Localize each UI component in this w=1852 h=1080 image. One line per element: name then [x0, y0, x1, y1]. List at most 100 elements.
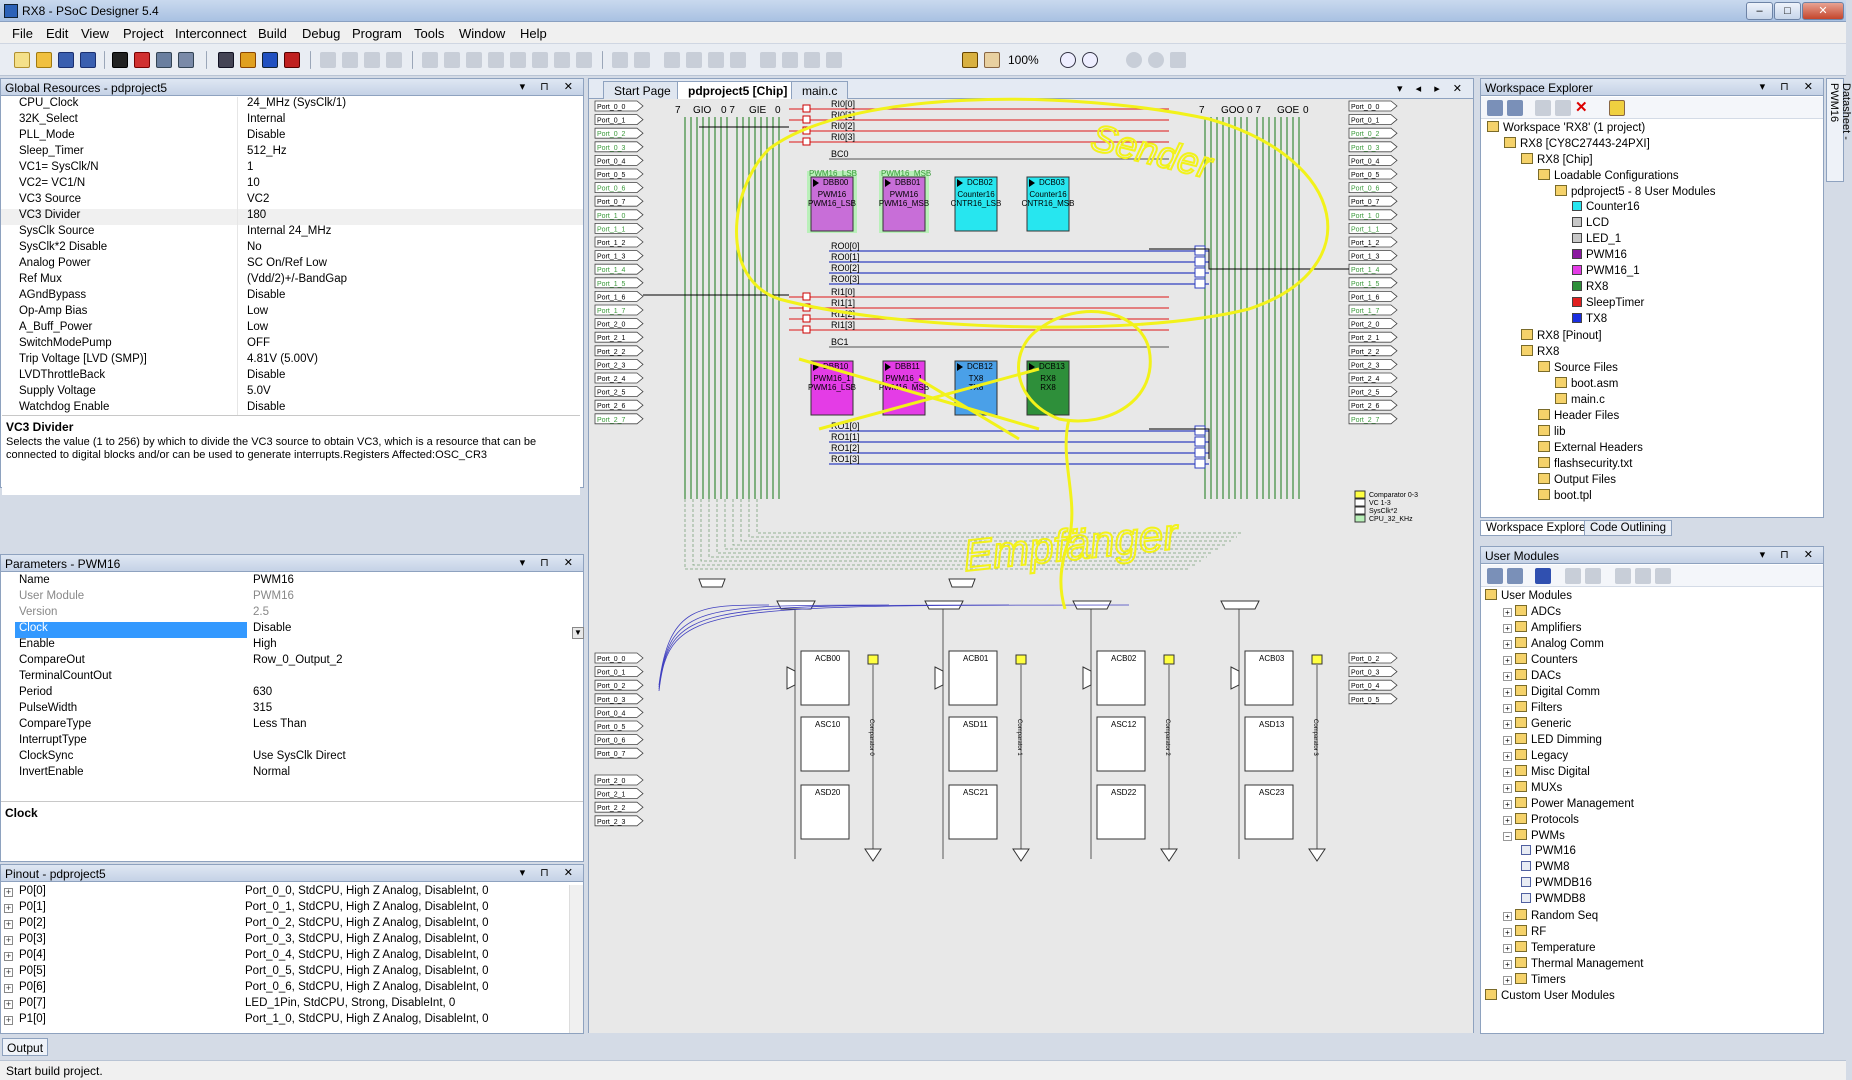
module-tree-item[interactable]: +Amplifiers — [1503, 621, 1581, 637]
module-export-icon[interactable] — [1635, 568, 1651, 584]
property-value[interactable]: Disable — [247, 401, 286, 413]
module-place-icon[interactable] — [1585, 568, 1601, 584]
digital-block[interactable] — [882, 176, 926, 232]
expand-icon[interactable]: + — [1503, 656, 1512, 665]
property-value[interactable]: 180 — [247, 209, 267, 221]
property-value[interactable]: Disable — [247, 369, 286, 381]
row-mux-icon[interactable] — [802, 104, 811, 113]
analog-block[interactable] — [948, 716, 998, 772]
config-icon[interactable] — [178, 52, 194, 68]
port-pin[interactable]: Port_0_6 — [1348, 182, 1398, 193]
expand-icon[interactable]: + — [1503, 928, 1512, 937]
add-file-icon[interactable] — [1507, 100, 1523, 116]
paste-file-icon[interactable] — [1555, 100, 1571, 116]
property-value[interactable]: Disable — [247, 289, 286, 301]
parameter-row[interactable]: TerminalCountOut — [1, 670, 583, 686]
module-tree-item[interactable]: +RF — [1503, 925, 1546, 941]
program-icon[interactable] — [262, 52, 278, 68]
row-mux-icon[interactable] — [802, 137, 811, 146]
port-pin[interactable]: Port_2_7 — [594, 413, 644, 425]
comparator-icon[interactable] — [1163, 654, 1175, 665]
port-pin[interactable]: Port_1_5 — [594, 277, 644, 289]
port-pin[interactable]: Port_2_4 — [1348, 372, 1398, 384]
debug-icon[interactable] — [284, 52, 300, 68]
step-out-icon[interactable] — [554, 52, 570, 68]
save-all-icon[interactable] — [80, 52, 96, 68]
port-pin[interactable]: Port_0_4 — [1348, 679, 1398, 691]
generate-icon[interactable] — [156, 52, 172, 68]
workspace-tree-item[interactable]: PWM16_1 — [1572, 265, 1640, 281]
port-pin[interactable]: Port_0_6 — [594, 734, 644, 745]
menu-build[interactable]: Build — [258, 26, 287, 41]
property-value[interactable]: No — [247, 241, 262, 253]
module-tree-item[interactable]: +Random Seq — [1503, 909, 1598, 925]
module-icon[interactable] — [240, 52, 256, 68]
clock-dropdown-arrow[interactable]: ▼ — [572, 627, 584, 639]
expand-icon[interactable]: + — [1503, 720, 1512, 729]
parameter-value[interactable]: High — [253, 638, 277, 650]
parameter-value[interactable]: Normal — [253, 766, 291, 778]
expand-icon[interactable]: + — [1503, 816, 1512, 825]
parameter-value[interactable]: 315 — [253, 702, 273, 714]
bookmark-clear-icon[interactable] — [826, 52, 842, 68]
port-pin[interactable]: Port_2_4 — [594, 372, 644, 384]
port-pin[interactable]: Port_2_1 — [594, 331, 644, 343]
outdent-icon[interactable] — [686, 52, 702, 68]
property-value[interactable]: Disable — [247, 129, 286, 141]
port-pin[interactable]: Port_1_3 — [594, 250, 644, 261]
analog-block[interactable] — [1244, 784, 1294, 840]
port-pin[interactable]: Port_0_3 — [1348, 141, 1398, 153]
expand-icon[interactable]: + — [1503, 752, 1512, 761]
analog-block[interactable] — [1096, 716, 1146, 772]
port-pin[interactable]: Port_0_4 — [1348, 155, 1398, 166]
property-value[interactable]: Low — [247, 305, 269, 317]
workspace-tree-item[interactable]: pdproject5 - 8 User Modules — [1555, 185, 1715, 201]
port-pin[interactable]: Port_2_1 — [594, 788, 644, 799]
expand-icon[interactable]: + — [1503, 624, 1512, 633]
port-pin[interactable]: Port_0_0 — [594, 652, 644, 664]
workspace-tree-item[interactable]: Header Files — [1538, 409, 1619, 425]
lut-icon[interactable] — [1194, 436, 1206, 447]
port-pin[interactable]: Port_2_0 — [1348, 318, 1398, 329]
expand-icon[interactable]: + — [1503, 640, 1512, 649]
workspace-tree-item[interactable]: PWM16 — [1572, 249, 1627, 265]
port-pin[interactable]: Port_0_5 — [1348, 693, 1398, 705]
panel-controls[interactable]: ▾ ⊓ ✕ — [519, 557, 579, 569]
datasheet-side-tab[interactable]: Datasheet - PWM16 — [1826, 78, 1852, 182]
expand-icon[interactable]: + — [4, 1015, 13, 1025]
pinout-row[interactable]: +P0[5]Port_0_5, StdCPU, High Z Analog, D… — [1, 965, 571, 981]
menu-interconnect[interactable]: Interconnect — [175, 26, 247, 41]
nav-forward-icon[interactable] — [1148, 52, 1164, 68]
property-value[interactable]: 512_Hz — [247, 145, 287, 157]
port-pin[interactable]: Port_2_6 — [594, 399, 644, 411]
workspace-tree-item[interactable]: Source Files — [1538, 361, 1618, 377]
workspace-tree-item[interactable]: lib — [1538, 425, 1566, 441]
port-pin[interactable]: Port_2_0 — [594, 774, 644, 786]
expand-icon[interactable]: + — [4, 967, 13, 977]
module-tree-item[interactable]: +DACs — [1503, 669, 1561, 685]
digital-block[interactable] — [954, 176, 998, 232]
analog-block[interactable] — [800, 784, 850, 840]
lut-icon[interactable] — [1194, 256, 1206, 267]
port-pin[interactable]: Port_0_5 — [1348, 168, 1398, 180]
bookmark-next-icon[interactable] — [804, 52, 820, 68]
lut-icon[interactable] — [1194, 447, 1206, 458]
analog-block[interactable] — [948, 784, 998, 840]
expand-icon[interactable]: + — [1503, 704, 1512, 713]
module-tree-item[interactable]: +Thermal Management — [1503, 957, 1644, 973]
workspace-tree-item[interactable]: RX8 — [1572, 281, 1608, 297]
go-icon[interactable] — [488, 52, 504, 68]
minimize-button[interactable]: – — [1746, 2, 1773, 20]
expand-icon[interactable]: + — [4, 903, 13, 913]
new-file-icon[interactable] — [14, 52, 30, 68]
lut-icon[interactable] — [1194, 267, 1206, 278]
comparator-icon[interactable] — [1311, 654, 1323, 665]
module-tree-item[interactable]: +Misc Digital — [1503, 765, 1590, 781]
module-tree-item[interactable]: User Modules — [1485, 589, 1572, 605]
